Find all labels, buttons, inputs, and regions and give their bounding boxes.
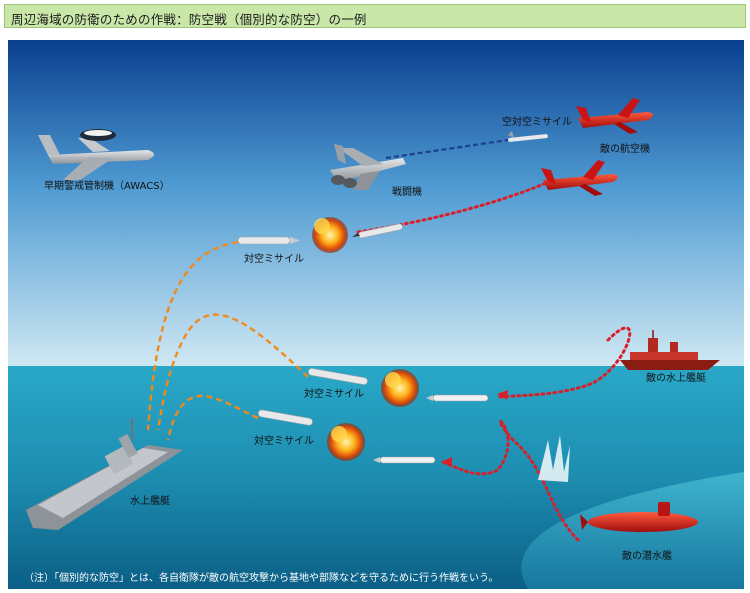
missile-icon	[426, 395, 488, 401]
explosion-icon	[381, 369, 419, 407]
enemy-submarine-label: 敵の潜水艦	[622, 547, 672, 562]
enemy-aircraft-label: 敵の航空機	[600, 140, 650, 155]
sam-middle-label: 対空ミサイル	[304, 385, 364, 400]
sam-lower-label: 対空ミサイル	[254, 432, 314, 447]
fighter-label: 戦闘機	[392, 183, 422, 198]
own-ship-label: 水上艦艇	[130, 492, 170, 507]
explosion-icon	[327, 423, 365, 461]
sky	[8, 40, 744, 366]
missile-icon	[238, 237, 300, 244]
page-title: 周辺海域の防衛のための作戦：防空戦（個別的な防空）の一例	[11, 9, 367, 28]
awacs-label: 早期警戒管制機（AWACS）	[44, 177, 170, 192]
sam-top-label: 対空ミサイル	[244, 250, 304, 265]
battle-scene: 早期警戒管制機（AWACS） 戦闘機 空対空ミサイル 敵の航空機 対空ミサイル …	[8, 40, 744, 589]
title-bar: 周辺海域の防衛のための作戦：防空戦（個別的な防空）の一例	[4, 4, 746, 28]
aam-label: 空対空ミサイル	[502, 113, 572, 128]
scene-illustration	[8, 40, 744, 589]
missile-icon	[373, 457, 435, 463]
explosion-icon	[312, 217, 348, 253]
footnote: （注）「個別的な防空」とは、各自衛隊が敵の航空攻撃から基地や部隊などを守るために…	[24, 569, 498, 584]
enemy-surface-ship-label: 敵の水上艦艇	[646, 369, 706, 384]
